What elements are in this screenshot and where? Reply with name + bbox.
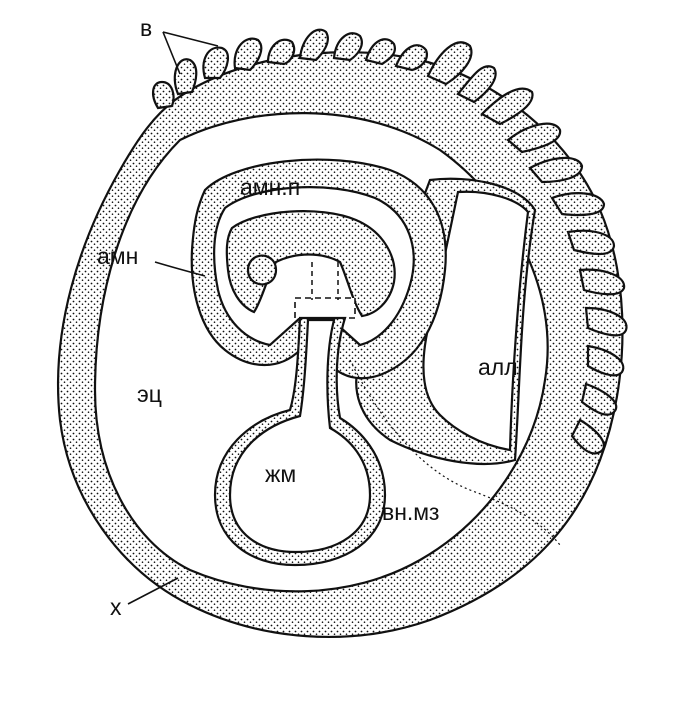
leader-chorion [127,577,179,605]
allantois [355,177,537,466]
leader-amnion [154,261,206,277]
label-amnion: амн [97,243,138,269]
leader-villi-2 [162,31,181,75]
label-allantois: алл [478,354,518,380]
labels: в амн.п амн алл эц жм вн.мз х [97,15,518,620]
label-villi: в [140,15,152,41]
label-extraembryonic-mesoderm: вн.мз [382,499,439,525]
amniotic-fold [225,210,396,318]
label-amnion-fold: амн.п [240,174,300,200]
label-chorion: х [110,594,122,620]
leader-lines [127,31,219,605]
label-yolk-sac: жм [265,461,296,487]
label-extraembryonic-coelom: эц [137,381,162,407]
embryonic-disc [294,262,356,319]
leader-villi-1 [162,31,219,47]
yolk-sac-cavity [228,318,372,554]
chorionic-villi [152,28,628,455]
